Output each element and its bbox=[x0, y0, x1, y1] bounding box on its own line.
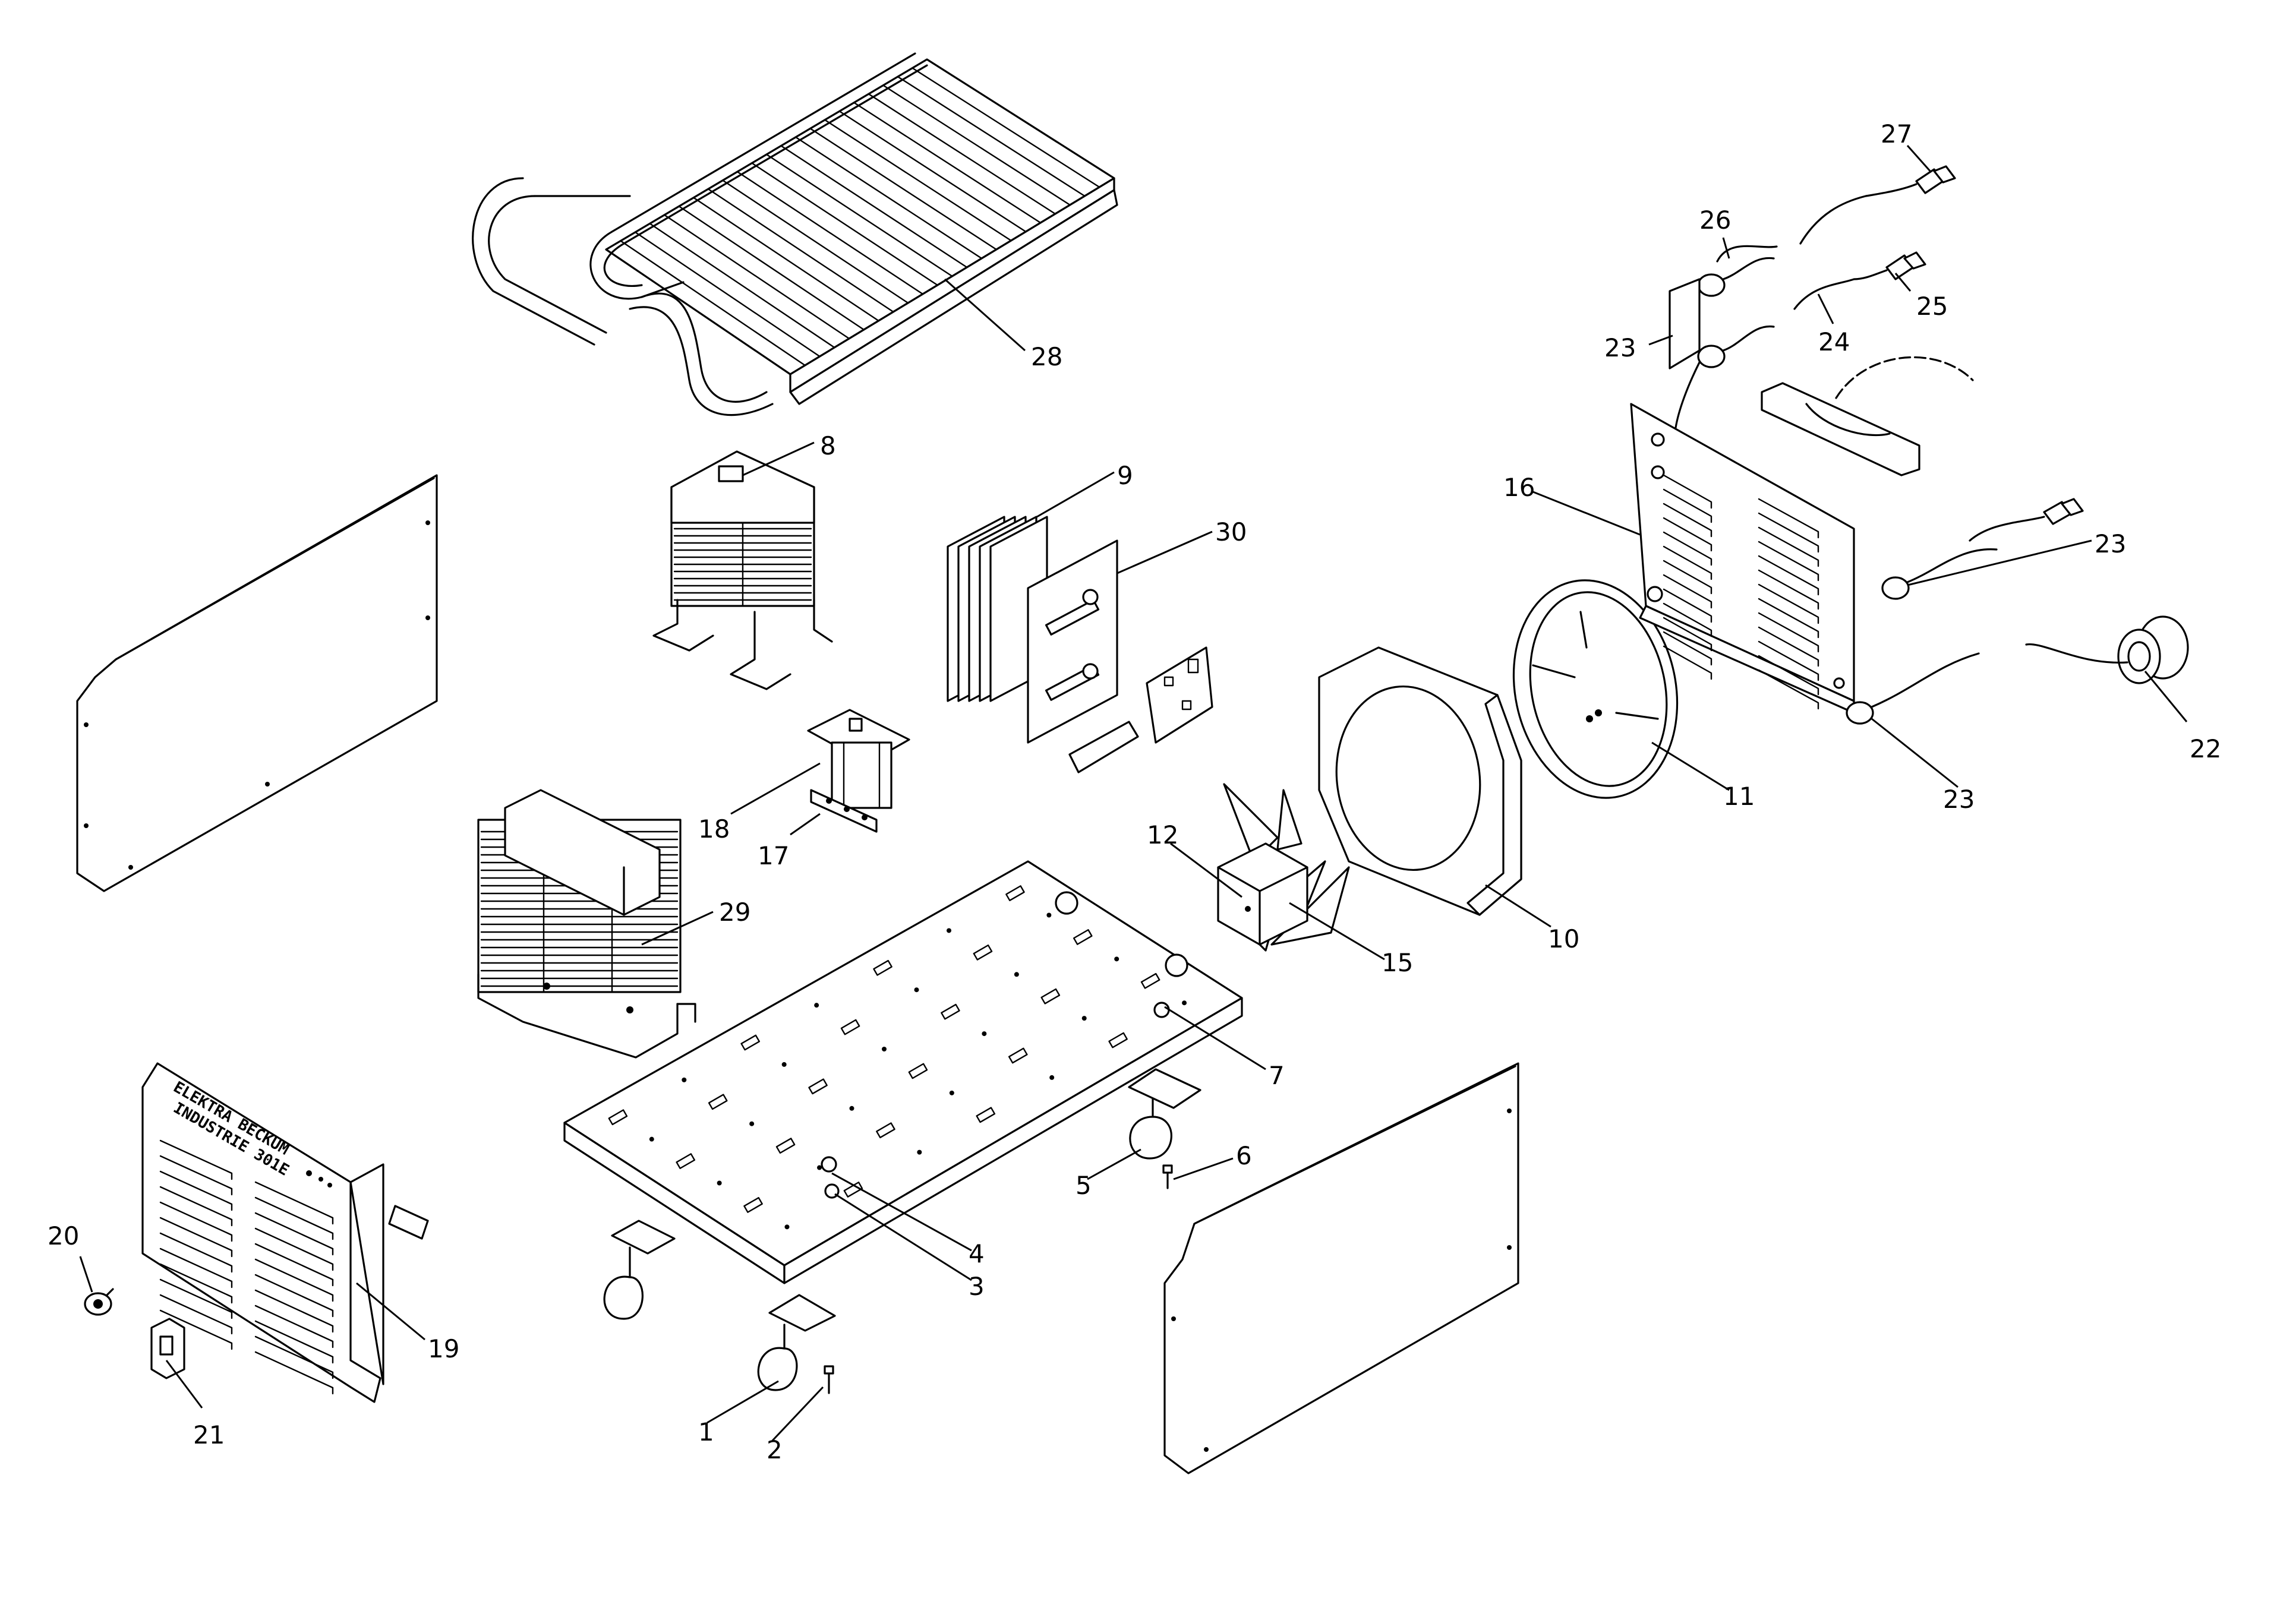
label-1: 1 bbox=[698, 1417, 714, 1447]
right-side-panel bbox=[1163, 1062, 1519, 1474]
part-labels: 28 8 9 30 18 17 29 11 12 15 10 16 7 5 6 … bbox=[48, 119, 2221, 1464]
part-5-caster-wheel bbox=[1128, 1068, 1201, 1160]
label-6: 6 bbox=[1236, 1141, 1252, 1170]
socket-plug bbox=[388, 1205, 429, 1240]
label-16: 16 bbox=[1503, 473, 1535, 502]
part-22-panel-socket bbox=[2025, 615, 2189, 684]
label-2: 2 bbox=[767, 1435, 783, 1464]
part-1-caster-wheel bbox=[603, 1220, 836, 1391]
label-3: 3 bbox=[969, 1272, 985, 1301]
label-5: 5 bbox=[1076, 1171, 1092, 1200]
label-28: 28 bbox=[1031, 342, 1062, 371]
part-8-choke-coil bbox=[652, 450, 833, 690]
label-12: 12 bbox=[1147, 820, 1178, 849]
label-30: 30 bbox=[1215, 517, 1247, 547]
label-18: 18 bbox=[698, 814, 730, 844]
label-25: 25 bbox=[1916, 292, 1948, 321]
part-2-screw bbox=[824, 1365, 834, 1394]
part-29-main-transformer bbox=[477, 789, 696, 1059]
label-19: 19 bbox=[428, 1334, 459, 1363]
label-23-top: 23 bbox=[1604, 333, 1636, 362]
part-9-rectifier-heatsink bbox=[947, 516, 1118, 744]
part-6-screw bbox=[1162, 1164, 1173, 1189]
label-7: 7 bbox=[1269, 1061, 1285, 1090]
part-10-fan-shroud bbox=[1318, 646, 1522, 916]
label-10: 10 bbox=[1548, 924, 1579, 953]
label-9: 9 bbox=[1117, 461, 1133, 490]
part-27-connector bbox=[1799, 165, 1956, 245]
part-16-rear-panel bbox=[1630, 403, 1855, 714]
label-11: 11 bbox=[1723, 782, 1755, 811]
base-plate bbox=[563, 860, 1243, 1284]
part-23-grommets bbox=[1669, 257, 1998, 725]
part-17-terminal-block bbox=[810, 789, 878, 833]
cable-clamp bbox=[1835, 356, 1974, 399]
left-side-panel bbox=[76, 474, 438, 892]
label-15: 15 bbox=[1382, 948, 1413, 977]
label-8: 8 bbox=[820, 431, 836, 460]
part-21-switch bbox=[150, 1318, 185, 1379]
part-18-control-transformer bbox=[807, 709, 910, 809]
label-24: 24 bbox=[1818, 327, 1850, 356]
part-11-fan-ring bbox=[1512, 579, 1679, 799]
label-20: 20 bbox=[48, 1221, 79, 1250]
label-22: 22 bbox=[2190, 734, 2221, 763]
label-23-right: 23 bbox=[2095, 529, 2126, 558]
label-4: 4 bbox=[969, 1239, 985, 1268]
label-26: 26 bbox=[1699, 206, 1731, 235]
label-21: 21 bbox=[193, 1420, 225, 1449]
part-20-knob bbox=[84, 1288, 114, 1316]
part-30-control-board bbox=[1068, 646, 1213, 773]
leader-lines bbox=[79, 145, 2188, 1442]
part-24-wire bbox=[1793, 269, 1888, 310]
part-25-connector bbox=[1885, 251, 1926, 280]
label-27: 27 bbox=[1881, 119, 1912, 149]
sensor-cable bbox=[1969, 498, 2084, 542]
cable-bracket bbox=[1761, 382, 1920, 476]
part-26-wire bbox=[1716, 245, 1778, 263]
label-23-bottom: 23 bbox=[1943, 785, 1975, 814]
label-29: 29 bbox=[719, 898, 750, 927]
label-17: 17 bbox=[758, 841, 789, 870]
part-12-fan-motor bbox=[1217, 842, 1308, 946]
part-28-top-carrier bbox=[472, 52, 1118, 416]
